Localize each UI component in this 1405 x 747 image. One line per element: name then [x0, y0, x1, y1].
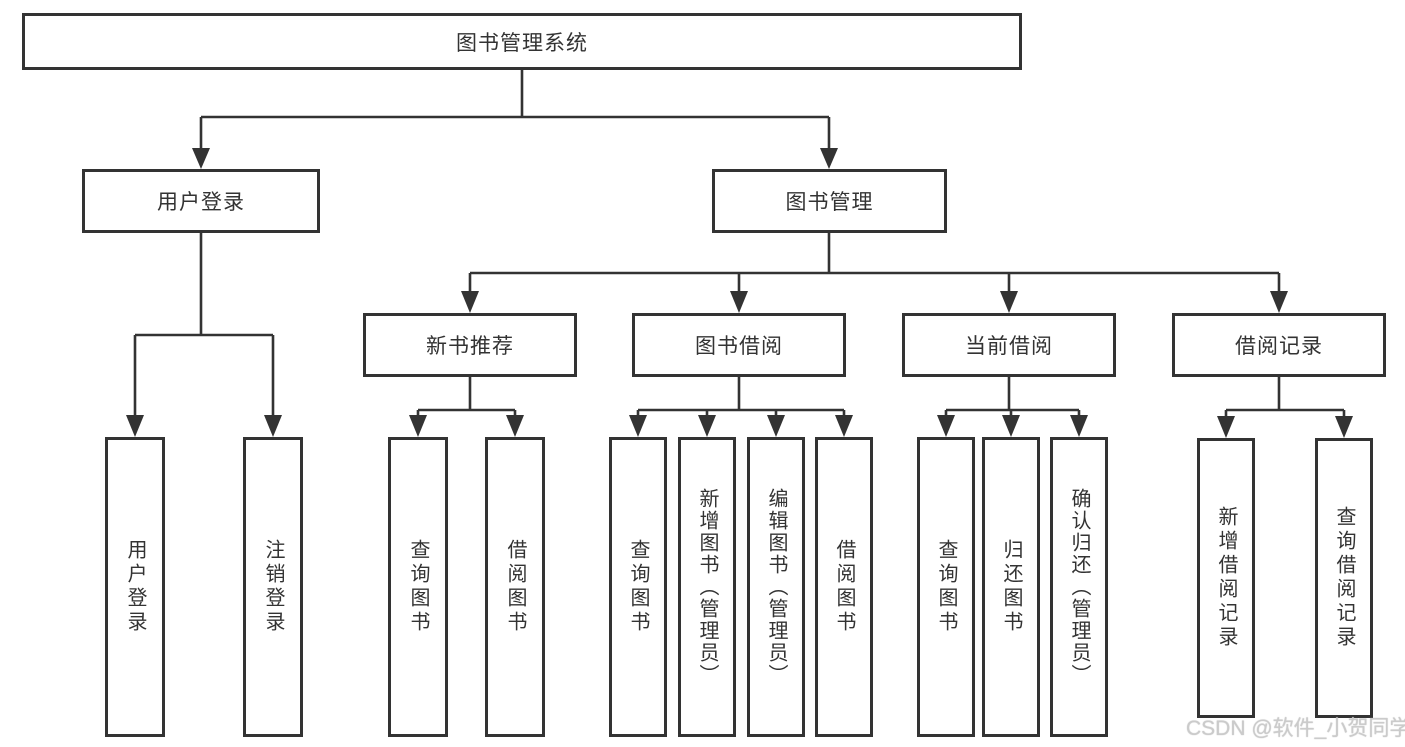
leaf-logout: 注销登录 — [243, 437, 303, 737]
node-new-book-recommend: 新书推荐 — [363, 313, 577, 377]
leaf-query-borrow-record: 查询借阅记录 — [1315, 438, 1373, 718]
leaf-add-borrow-record: 新增借阅记录 — [1197, 438, 1255, 718]
node-current-borrow: 当前借阅 — [902, 313, 1116, 377]
csdn-watermark: CSDN @软件_小贺同学 — [1186, 717, 1405, 740]
leaf-query-books-current: 查询图书 — [917, 437, 975, 737]
leaf-query-books-recommend: 查询图书 — [388, 437, 448, 737]
node-user-login: 用户登录 — [82, 169, 320, 233]
leaf-edit-books-admin: 编辑图书（管理员） — [747, 437, 805, 737]
leaf-borrow-books-recommend: 借阅图书 — [485, 437, 545, 737]
node-book-borrow: 图书借阅 — [632, 313, 846, 377]
leaf-return-books: 归还图书 — [982, 437, 1040, 737]
leaf-confirm-return-admin: 确认归还（管理员） — [1050, 437, 1108, 737]
node-root-library-management-system: 图书管理系统 — [22, 13, 1022, 70]
leaf-add-books-admin: 新增图书（管理员） — [678, 437, 736, 737]
node-book-management: 图书管理 — [712, 169, 947, 233]
leaf-user-login: 用户登录 — [105, 437, 165, 737]
node-borrow-records: 借阅记录 — [1172, 313, 1386, 377]
leaf-query-books-borrow: 查询图书 — [609, 437, 667, 737]
leaf-borrow-books: 借阅图书 — [815, 437, 873, 737]
